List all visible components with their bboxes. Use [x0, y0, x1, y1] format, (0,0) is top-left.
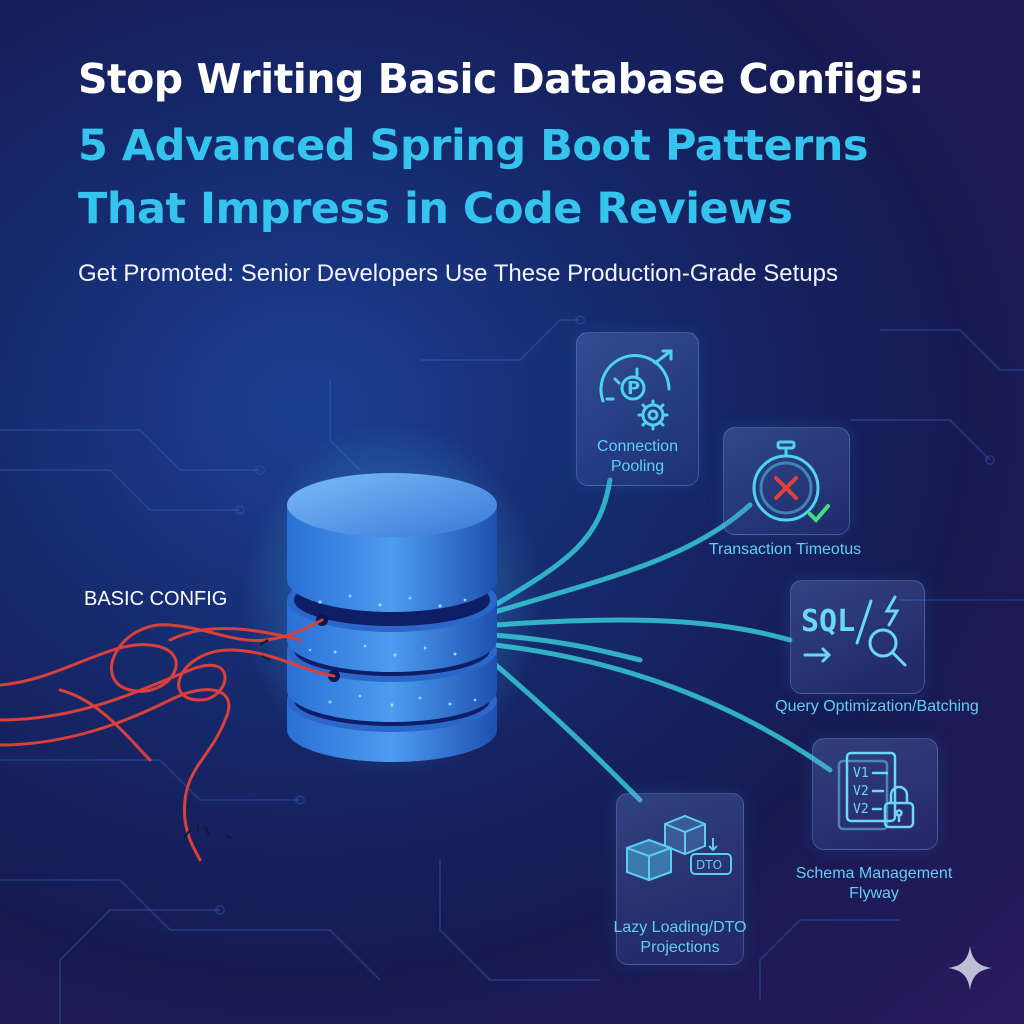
versioned-docs-lock-icon: V1 V2 V2	[837, 751, 915, 831]
pattern-label-lazy-loading-dto: Lazy Loading/DTO Projections	[587, 918, 773, 958]
circuit-traces	[0, 315, 1024, 1024]
headline-line-1: Stop Writing Basic Database Configs:	[78, 55, 925, 103]
pattern-label-transaction-timeouts: Transaction Timeotus	[708, 541, 862, 558]
sql-icon-text: SQL	[801, 604, 855, 639]
pattern-card-connection-pooling: P Connection Pooling	[576, 332, 699, 486]
pattern-label-line-2: Pooling	[610, 458, 665, 475]
tangled-wires	[0, 618, 336, 862]
svg-text:P: P	[627, 378, 640, 399]
sparkle-icon	[948, 946, 992, 990]
pattern-card-lazy-loading-dto: DTO Lazy Loading/DTO Projections	[613, 793, 747, 965]
pattern-label-line-1: Lazy Loading/DTO	[613, 919, 747, 936]
database-icon	[242, 420, 542, 780]
pattern-label-query-optimization: Query Optimization/Batching	[775, 698, 979, 715]
basic-config-label: BASIC CONFIG	[84, 588, 228, 610]
speedometer-gear-icon: P	[599, 349, 673, 431]
version-label-2: V2	[853, 784, 869, 799]
pattern-label-line-1: Connection	[597, 438, 678, 455]
sql-magnifier-lightning-icon: SQL	[801, 595, 907, 667]
pattern-label-schema-management: Schema Management Flyway	[786, 864, 962, 904]
pattern-label-line-2: Flyway	[849, 885, 899, 902]
pattern-label-line-1: Schema Management	[795, 865, 953, 882]
headline-line-2: 5 Advanced Spring Boot Patterns	[78, 121, 869, 171]
version-label-3: V2	[853, 802, 869, 817]
headline-line-3: That Impress in Code Reviews	[78, 184, 793, 234]
pattern-card-schema-management: V1 V2 V2	[812, 738, 938, 850]
subtitle: Get Promoted: Senior Developers Use Thes…	[78, 260, 838, 287]
frayed-wire-end	[183, 639, 271, 839]
pattern-card-transaction-timeouts	[723, 427, 850, 535]
cubes-dto-icon: DTO	[626, 814, 732, 882]
dto-label: DTO	[696, 858, 722, 872]
pattern-label-line-2: Projections	[640, 939, 720, 956]
version-label-1: V1	[853, 766, 869, 781]
stopwatch-x-check-icon	[752, 440, 830, 523]
pattern-card-query-optimization: SQL	[790, 580, 925, 694]
pattern-label-connection-pooling: Connection Pooling	[577, 437, 698, 477]
